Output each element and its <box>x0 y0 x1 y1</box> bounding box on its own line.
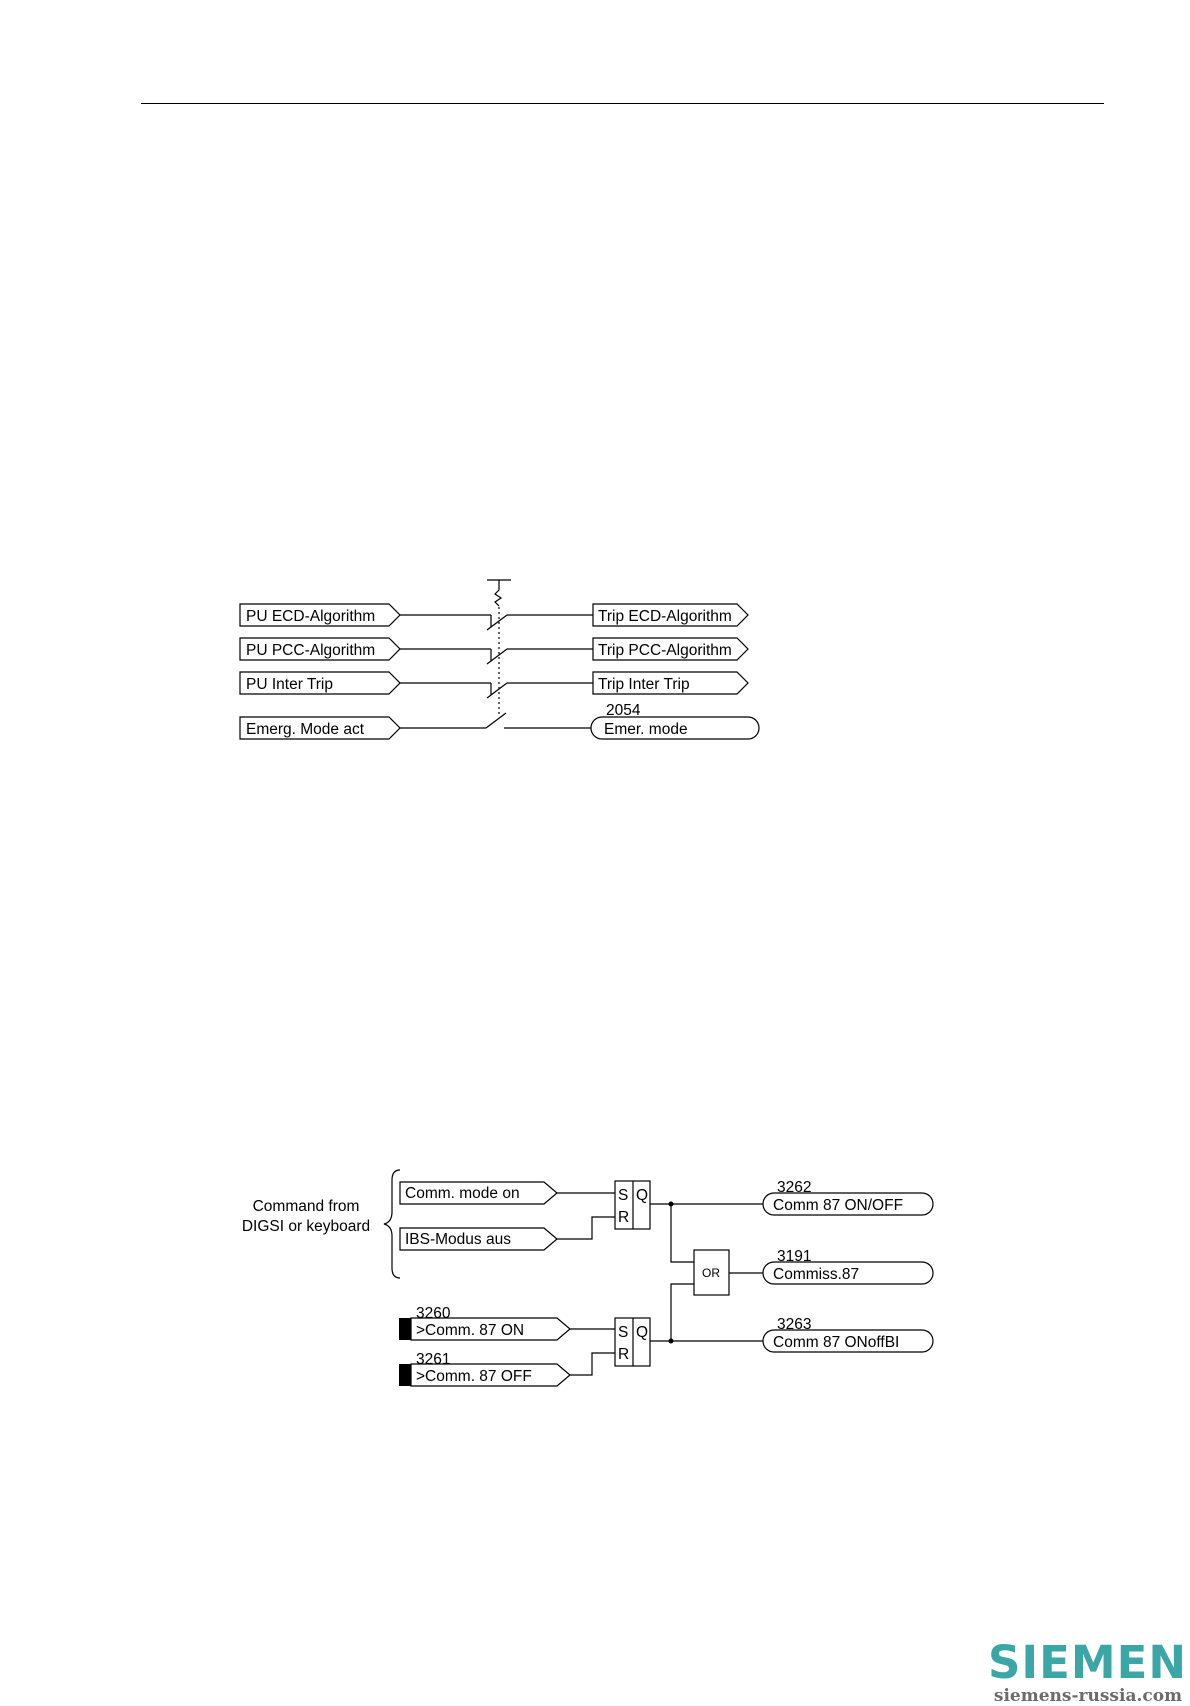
input-label: PU Inter Trip <box>246 676 333 693</box>
output-label: Trip Inter Trip <box>598 676 690 693</box>
output-label: Comm 87 ONoffBI <box>773 1334 899 1351</box>
or-gate-label: OR <box>702 1266 720 1280</box>
command-flag-ibs-modus-aus <box>399 1227 558 1251</box>
input-flag-emerg-mode <box>239 716 401 740</box>
input-flag-pu-inter-trip <box>239 671 401 695</box>
flipflop-r: R <box>618 1209 629 1226</box>
command-label: Comm. mode on <box>405 1185 520 1202</box>
flipflop-s: S <box>618 1324 628 1341</box>
binary-input-number: 3261 <box>416 1351 450 1368</box>
binary-input-label: >Comm. 87 ON <box>416 1322 524 1339</box>
input-label: PU ECD-Algorithm <box>246 608 375 625</box>
message-number: 2054 <box>606 702 641 719</box>
command-flag-comm-mode-on <box>399 1181 558 1205</box>
binary-input-marker-3261 <box>399 1364 411 1386</box>
flipflop-q: Q <box>636 1324 648 1341</box>
output-number: 3262 <box>777 1179 811 1196</box>
emergency-mode-diagram <box>239 579 760 740</box>
command-label: IBS-Modus aus <box>405 1231 511 1248</box>
logo-site: siemens-russia.com <box>993 1686 1183 1706</box>
output-number: 3263 <box>777 1316 811 1333</box>
command-source-label: DIGSI or keyboard <box>242 1218 370 1235</box>
logo-brand: SIEMENS <box>988 1636 1190 1689</box>
flipflop-s: S <box>618 1187 628 1204</box>
command-source-label: Command from <box>253 1198 360 1215</box>
binary-input-label: >Comm. 87 OFF <box>416 1368 532 1385</box>
output-flag-trip-ecd <box>592 603 749 627</box>
siemens-logo: SIEMENS siemens-russia.com <box>988 1636 1190 1706</box>
input-label: PU PCC-Algorithm <box>246 642 375 659</box>
output-label: Comm 87 ON/OFF <box>773 1197 903 1214</box>
output-number: 3191 <box>777 1248 811 1265</box>
header-rule <box>141 103 1104 104</box>
output-label: Trip ECD-Algorithm <box>598 608 732 625</box>
binary-input-marker-3260 <box>399 1318 411 1340</box>
output-flag-trip-inter <box>592 671 749 695</box>
message-label: Emer. mode <box>604 721 688 738</box>
output-label: Commiss.87 <box>773 1266 859 1283</box>
input-flag-pu-ecd <box>239 603 401 627</box>
flipflop-q: Q <box>636 1187 648 1204</box>
commissioning-mode-diagram <box>383 1169 934 1387</box>
input-label: Emerg. Mode act <box>246 721 365 738</box>
input-flag-pu-pcc <box>239 637 401 661</box>
output-flag-trip-pcc <box>592 637 749 661</box>
output-label: Trip PCC-Algorithm <box>598 642 732 659</box>
binary-input-number: 3260 <box>416 1305 451 1322</box>
brace <box>383 1169 401 1279</box>
flipflop-r: R <box>618 1346 629 1363</box>
